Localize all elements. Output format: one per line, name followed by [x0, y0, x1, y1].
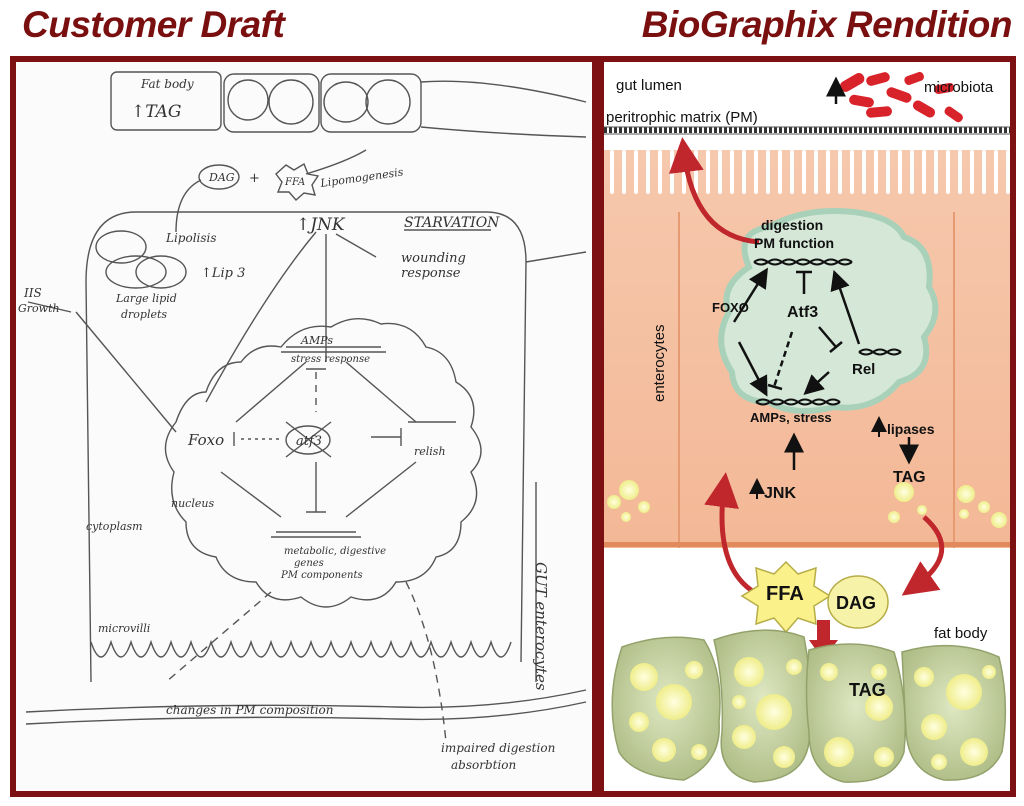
jnk-label: JNK	[764, 485, 796, 502]
draft-stress-response-label: stress response	[291, 354, 370, 365]
ffa-label: FFA	[766, 583, 804, 605]
draft-fat-body-label: Fat body	[140, 77, 194, 91]
dna-top	[753, 258, 853, 266]
pm-red-arrow	[668, 137, 760, 245]
draft-pm-components-label: PM components	[280, 570, 363, 581]
frame-top	[10, 56, 1016, 62]
draft-genes-label: genes	[294, 558, 324, 569]
draft-jnk-label: ↑JNK	[296, 215, 346, 235]
draft-gut-enterocytes-label: GUT enterocytes	[532, 562, 550, 691]
draft-dag-label: DAG	[208, 171, 235, 184]
draft-lipid-droplet	[105, 255, 167, 289]
draft-lipolisis-label: Lipolisis	[165, 231, 217, 245]
basal-membrane	[604, 542, 1010, 547]
draft-nucleus	[164, 318, 482, 608]
draft-tag-label: ↑TAG	[131, 102, 182, 122]
atf3-inhibit-rel	[818, 326, 837, 348]
dag-circle	[827, 575, 889, 629]
foxo-label: FOXO	[712, 300, 749, 315]
draft-foxo-label: Foxo	[187, 431, 224, 449]
draft-atf3-circle	[285, 425, 331, 455]
fatbody-red-arrow	[817, 620, 830, 642]
draft-absorbtion-label: absorbtion	[451, 758, 516, 772]
tag-to-dag-red-arrow	[901, 515, 945, 596]
draft-nucleus-label: nucleus	[171, 497, 214, 510]
draft-amps-label: AMPs	[300, 334, 333, 347]
draft-metabolic-label: metabolic, digestive	[284, 546, 386, 557]
customer-draft-sketch: Fat body ↑TAG DAG + FFA Lipomogenesis Li…	[16, 62, 592, 791]
draft-fat-body-box	[110, 71, 222, 131]
draft-plus-label: +	[249, 171, 260, 186]
rel-label: Rel	[852, 361, 875, 378]
frame-left	[10, 56, 16, 797]
foxo-to-digestion-arrow	[732, 267, 768, 323]
draft-iis-label: IIS	[23, 286, 42, 300]
draft-cytoplasm-label: cytoplasm	[86, 520, 143, 533]
draft-growth-label: Growth	[18, 302, 60, 315]
customer-draft-title: Customer Draft	[22, 4, 285, 45]
draft-atf3-label: atf3	[296, 434, 322, 449]
draft-dag-circle	[198, 164, 240, 190]
draft-droplets-label: droplets	[121, 308, 167, 321]
draft-relish-label: relish	[414, 445, 446, 458]
draft-ffa-star	[275, 162, 320, 201]
tag-upper-label: TAG	[893, 469, 926, 486]
draft-wounding-label: wounding	[401, 251, 466, 266]
gut-lumen-label: gut lumen	[616, 77, 682, 94]
lipases-label: lipases	[887, 421, 935, 437]
rel-to-digestion-arrow	[830, 269, 861, 345]
microbiota-label: microbiota	[924, 79, 994, 96]
microbiota	[840, 71, 963, 123]
pm-label: peritrophic matrix (PM)	[606, 109, 758, 126]
draft-large-lipid-label: Large lipid	[115, 292, 177, 305]
dag-label: DAG	[836, 593, 876, 613]
draft-microvilli-label: microvilli	[98, 622, 150, 635]
frame-right	[1010, 56, 1016, 797]
draft-changes-label: changes in PM composition	[166, 703, 333, 717]
microvilli	[610, 150, 1010, 194]
pm-function-label: PM function	[754, 235, 834, 251]
draft-starvation-label: STARVATION	[404, 215, 500, 231]
foxo-to-amps-arrow	[737, 341, 768, 397]
amps-stress-label: AMPs, stress	[750, 410, 832, 425]
draft-enterocyte-outline	[85, 211, 527, 663]
dna-rel	[858, 348, 902, 356]
draft-lip3-label: ↑Lip 3	[201, 266, 245, 281]
ffa-to-jnk-red-arrow	[704, 472, 756, 595]
nucleus	[718, 208, 939, 414]
enterocytes-label: enterocytes	[651, 324, 668, 402]
biographix-rendition-title: BioGraphix Rendition	[641, 4, 1013, 45]
frame-bottom	[10, 791, 1016, 797]
tag-lower-label: TAG	[849, 680, 886, 700]
draft-ffa-label: FFA	[284, 177, 305, 188]
draft-response-label: response	[401, 266, 461, 281]
fat-body-label: fat body	[934, 625, 988, 642]
draft-impaired-label: impaired digestion	[441, 741, 555, 755]
atf3-label: Atf3	[787, 304, 818, 321]
digestion-label: digestion	[761, 217, 823, 233]
biographix-diagram: gut lumen microbiota peritrophic matrix …	[604, 62, 1010, 791]
fat-body-droplets	[629, 657, 996, 770]
frame-divider	[592, 56, 604, 797]
draft-microvilli	[90, 639, 512, 658]
rel-to-amps-arrow	[803, 371, 830, 396]
enterocyte-droplets	[607, 480, 1007, 528]
